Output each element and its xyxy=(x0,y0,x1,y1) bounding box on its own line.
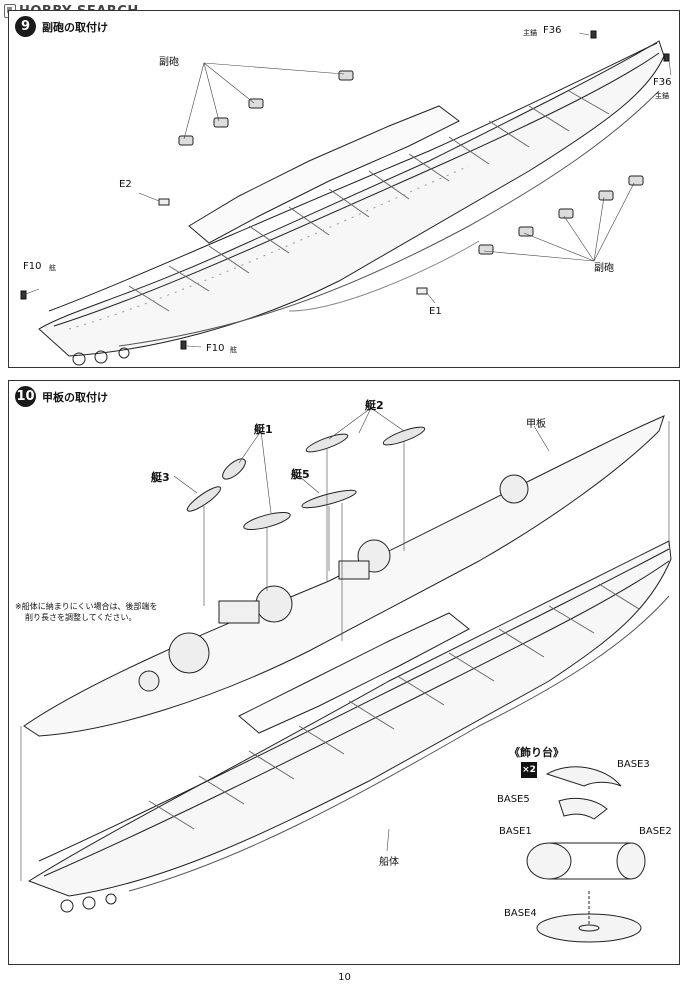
step-10-header: 10 甲板の取付け xyxy=(15,386,108,407)
label-deck: 甲板 xyxy=(526,419,546,430)
label-base4: BASE4 xyxy=(504,908,537,919)
label-boat-1: 艇1 xyxy=(254,423,273,436)
step-9-header: 9 副砲の取付け xyxy=(15,16,108,37)
label-part-e2: E2 xyxy=(119,179,132,190)
label-f10-bottom-note: 舷 xyxy=(230,346,237,354)
label-part-f10-bottom: F10 xyxy=(206,343,225,354)
step-10-deck-hull-illustration xyxy=(20,407,672,943)
label-f36-right-note: 主錨 xyxy=(655,92,669,100)
label-part-e1: E1 xyxy=(429,306,442,317)
label-base1: BASE1 xyxy=(499,826,532,837)
label-f10-left-note: 舷 xyxy=(49,264,56,272)
label-part-f10-left: F10 xyxy=(23,261,42,272)
quantity-x2-icon: ×2 xyxy=(521,762,537,778)
label-boat-3: 艇3 xyxy=(151,471,170,484)
step-10-number: 10 xyxy=(15,386,36,407)
assembly-note-line-2: 削り長さを調整してください。 xyxy=(25,613,137,622)
step-9-title: 副砲の取付け xyxy=(42,20,108,34)
label-boat-2: 艇2 xyxy=(365,399,384,412)
label-part-f36-top: F36 xyxy=(543,25,562,36)
label-hull: 船体 xyxy=(379,857,399,868)
label-base5: BASE5 xyxy=(497,794,530,805)
label-base3: BASE3 xyxy=(617,759,650,770)
assembly-note-line-1: ※船体に納まりにくい場合は、後部端を xyxy=(15,602,158,611)
step-9-hull-illustration xyxy=(20,30,672,366)
step-10-panel: 10 甲板の取付け xyxy=(8,380,680,965)
label-part-f36-right: F36 xyxy=(653,77,672,88)
label-secondary-guns-bottom: 副砲 xyxy=(594,263,614,274)
step-9-number: 9 xyxy=(15,16,36,37)
label-base2: BASE2 xyxy=(639,826,672,837)
assembly-note: ※船体に納まりにくい場合は、後部端を 削り長さを調整してください。 xyxy=(15,601,158,623)
base-section-title: 《飾り台》 xyxy=(509,746,564,759)
label-secondary-guns-top: 副砲 xyxy=(159,57,179,68)
step-10-title: 甲板の取付け xyxy=(42,390,108,404)
step-9-panel: 9 副砲の取付け xyxy=(8,10,680,368)
page-number: 10 xyxy=(338,972,351,983)
label-f36-top-note: 主錨 xyxy=(523,29,537,37)
label-boat-5: 艇5 xyxy=(291,468,310,481)
